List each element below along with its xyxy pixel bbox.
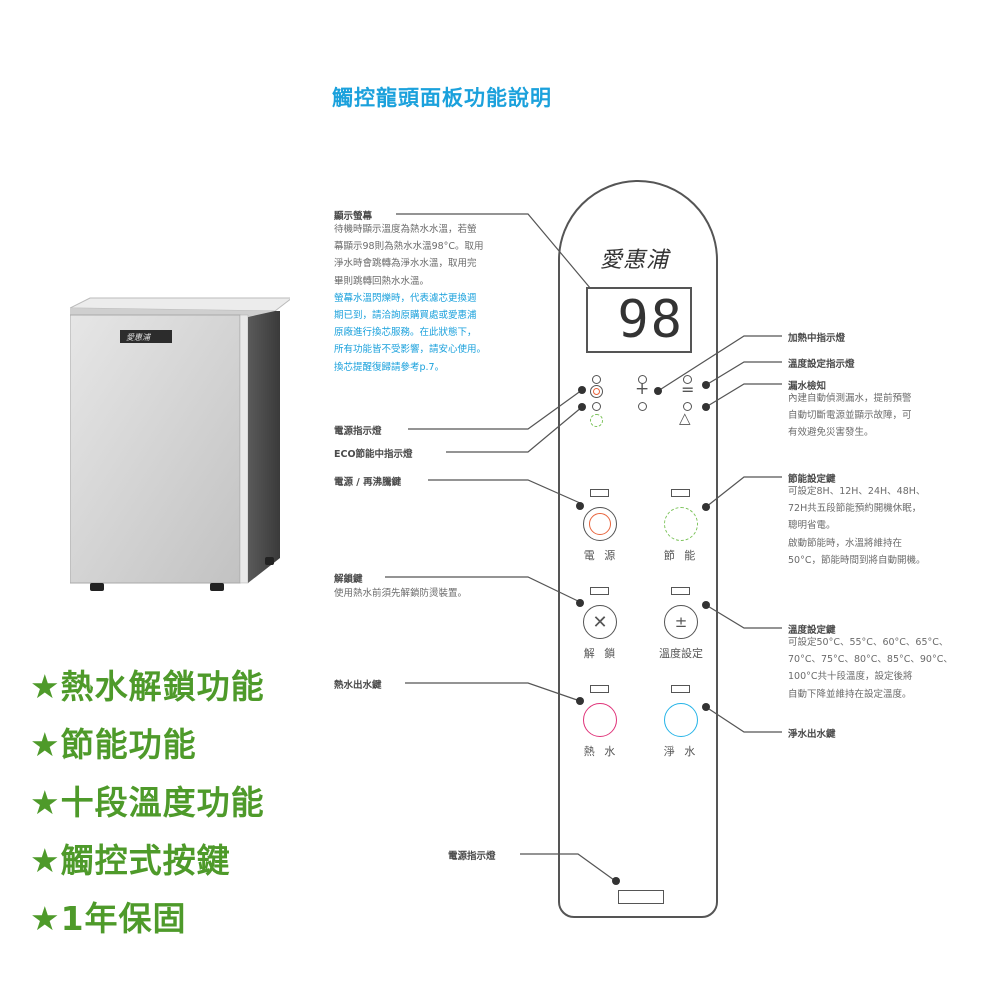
unlock-button[interactable]: ✕ (583, 605, 617, 639)
warning-triangle-icon: △ (679, 409, 691, 427)
power-ring-icon (589, 513, 611, 535)
equals-icon: = (681, 380, 695, 399)
power-indicator-led (590, 385, 603, 398)
eco-leaf-icon (590, 414, 603, 427)
unlock-key-description: 使用熱水前須先解鎖防燙裝置。 (334, 588, 468, 599)
feature-hot-water-lock: ★熱水解鎖功能 (30, 667, 265, 706)
button-indicator-slot (671, 587, 690, 595)
eco-key-description: 可設定8H、12H、24H、48H、 72H共五段節能預約開機休眠， 聰明省電。… (788, 486, 926, 566)
hot-water-key-label: 熱水出水鍵 (334, 680, 382, 691)
plus-minus-icon: ± (674, 613, 688, 631)
pure-water-button[interactable] (664, 703, 698, 737)
eco-key-label: 節能設定鍵 (788, 474, 836, 485)
temp-set-button-label: 溫度設定 (659, 647, 703, 660)
button-indicator-slot (671, 685, 690, 693)
temp-key-description: 可設定50°C、55°C、60°C、65°C、 70°C、75°C、80°C、8… (788, 637, 953, 700)
temp-set-button[interactable]: ± (664, 605, 698, 639)
panel-brand-logo: 愛惠浦 (600, 248, 670, 273)
eco-button[interactable] (664, 507, 698, 541)
water-dispenser-cabinet-icon: 愛惠浦 (69, 297, 294, 591)
product-image: 愛惠浦 (69, 293, 294, 593)
touch-control-panel (558, 180, 718, 918)
heating-indicator-label: 加熱中指示燈 (788, 333, 846, 344)
feature-ten-temps: ★十段溫度功能 (30, 783, 265, 822)
temp-indicator-led (683, 375, 692, 384)
close-x-icon: ✕ (592, 611, 608, 633)
hot-water-button[interactable] (583, 703, 617, 737)
eco-indicator-led (592, 402, 601, 411)
pure-water-button-label: 淨 水 (663, 745, 699, 758)
button-indicator-slot (590, 685, 609, 693)
feature-eco: ★節能功能 (30, 725, 197, 764)
bottom-power-indicator-label: 電源指示燈 (448, 851, 496, 862)
leak-detect-label: 漏水檢知 (788, 381, 827, 392)
page-title: 觸控龍頭面板功能說明 (332, 86, 552, 110)
display-description: 待機時顯示溫度為熱水水溫，若螢 幕顯示98則為熱水水溫98°C。取用 淨水時會跳… (334, 224, 487, 373)
temp-key-label: 溫度設定鍵 (788, 625, 836, 636)
power-button-label: 電 源 (583, 549, 619, 562)
eco-indicator-label: ECO節能中指示燈 (334, 449, 413, 460)
feature-warranty: ★1年保固 (30, 899, 187, 938)
power-reboil-key-label: 電源 / 再沸騰鍵 (334, 477, 402, 488)
button-indicator-slot (590, 587, 609, 595)
display-value: 98 (617, 290, 684, 350)
hot-water-button-label: 熱 水 (583, 745, 619, 758)
power-button[interactable] (583, 507, 617, 541)
display-label: 顯示螢幕 (334, 211, 373, 222)
leak-detect-description: 內建自動偵測漏水，提前預警 自動切斷電源並顯示故障，可 有效避免災害發生。 (788, 393, 912, 439)
power-indicator-label: 電源指示燈 (334, 426, 382, 437)
plus-icon: + (635, 379, 650, 399)
indicator-led (638, 402, 647, 411)
button-indicator-slot (590, 489, 609, 497)
button-indicator-slot (671, 489, 690, 497)
feature-touch-keys: ★觸控式按鍵 (30, 841, 231, 880)
leak-indicator-led (683, 402, 692, 411)
heating-indicator-led (638, 375, 647, 384)
unlock-key-label: 解鎖鍵 (334, 574, 363, 585)
temperature-display: 98 (586, 287, 692, 353)
bottom-power-indicator (618, 890, 664, 904)
cabinet-badge: 愛惠浦 (126, 333, 152, 342)
indicator-led (592, 375, 601, 384)
pure-water-key-label: 淨水出水鍵 (788, 729, 836, 740)
unlock-button-label: 解 鎖 (583, 647, 619, 660)
eco-button-label: 節 能 (663, 549, 699, 562)
temp-set-indicator-label: 溫度設定指示燈 (788, 359, 855, 370)
